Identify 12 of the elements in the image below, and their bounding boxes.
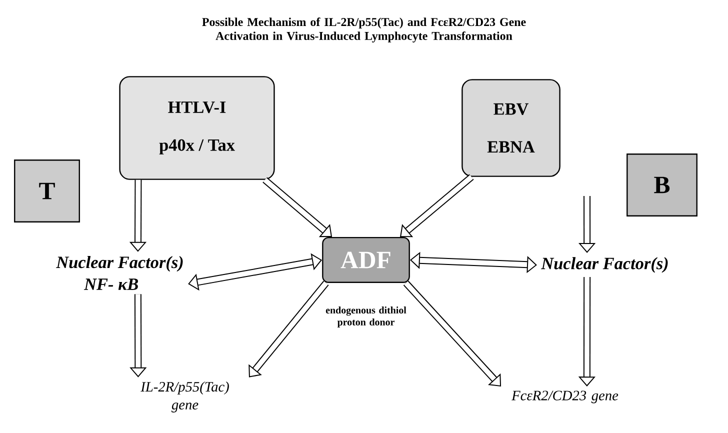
factor-box: ADF xyxy=(322,236,410,283)
virus-box: HTLV-I p40x / Tax xyxy=(119,76,275,180)
block-arrow xyxy=(248,280,329,378)
node-label: endogenous dithiol proton donor xyxy=(326,306,406,328)
factor-label: Nuclear Factor(s) xyxy=(541,257,668,273)
cell-box: T xyxy=(14,160,80,222)
title: Possible Mechanism of IL-2R/p55(Tac) and FcεR2/CD23 Gene Activation in Virus-Induced Lymphocyte Transformation xyxy=(202,18,526,42)
cell-box: B xyxy=(626,154,698,216)
factor-label: Nuclear Factor(s) NF- κB xyxy=(56,256,183,290)
gene-label: IL-2R/p55(Tac) gene xyxy=(140,382,229,412)
gene-label: FcεR2/CD23 gene xyxy=(512,390,618,404)
virus-box: EBV EBNA xyxy=(462,79,560,177)
